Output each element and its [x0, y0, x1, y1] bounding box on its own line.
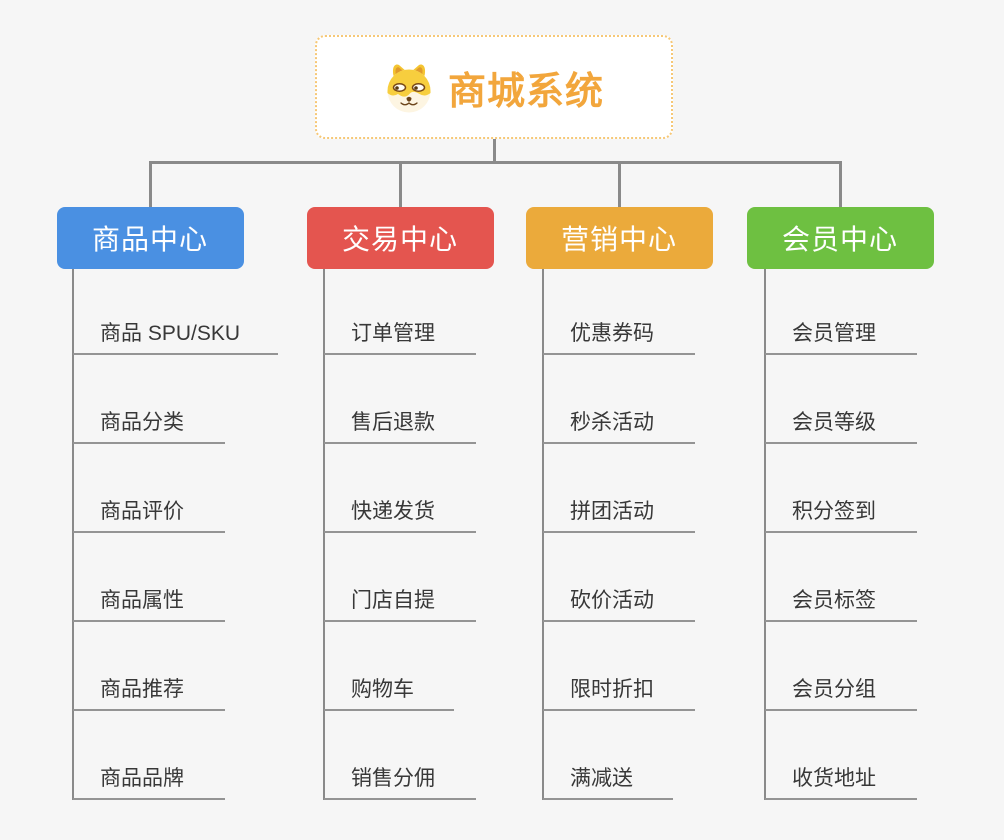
child-topic[interactable]: 商品属性: [73, 578, 225, 622]
child-topic-label: 秒杀活动: [570, 411, 654, 434]
child-topic-label: 限时折扣: [570, 678, 654, 701]
branch-drop-line: [399, 161, 402, 208]
child-topic-label: 商品品牌: [100, 767, 184, 790]
branch-drop-line: [149, 161, 152, 208]
child-topic-label: 销售分佣: [351, 767, 435, 790]
child-topic[interactable]: 满减送: [543, 756, 673, 800]
child-topic-label: 会员管理: [792, 322, 876, 345]
child-topic[interactable]: 秒杀活动: [543, 400, 695, 444]
column-spine-line: [542, 269, 544, 800]
child-topic[interactable]: 会员等级: [765, 400, 917, 444]
child-topic[interactable]: 限时折扣: [543, 667, 695, 711]
root-topic-label: 商城系统: [447, 70, 604, 113]
child-topic-label: 商品分类: [100, 411, 184, 434]
child-topic-label: 快递发货: [351, 500, 435, 523]
column-spine-line: [323, 269, 325, 800]
child-topic[interactable]: 会员分组: [765, 667, 917, 711]
child-topic-label: 商品属性: [100, 589, 184, 612]
branch-topic-1[interactable]: 商品中心: [56, 207, 244, 269]
column-spine-line: [764, 269, 766, 800]
child-topic[interactable]: 订单管理: [324, 311, 476, 355]
child-topic-label: 会员标签: [792, 589, 876, 612]
child-topic[interactable]: 快递发货: [324, 489, 476, 533]
child-topic-label: 拼团活动: [570, 500, 654, 523]
child-topic[interactable]: 商品 SPU/SKU: [73, 311, 278, 355]
child-topic[interactable]: 购物车: [324, 667, 454, 711]
branch-drop-line: [839, 161, 842, 208]
child-topic-label: 商品 SPU/SKU: [100, 322, 241, 345]
child-topic-label: 门店自提: [351, 589, 435, 612]
branch-topic-3[interactable]: 营销中心: [525, 207, 713, 269]
branch-topic-label: 营销中心: [560, 224, 677, 255]
child-topic-label: 订单管理: [351, 322, 435, 345]
branch-topic-label: 商品中心: [91, 224, 208, 255]
child-topic-label: 优惠券码: [570, 322, 654, 345]
child-topic[interactable]: 销售分佣: [324, 756, 476, 800]
child-topic[interactable]: 砍价活动: [543, 578, 695, 622]
branch-topic-4[interactable]: 会员中心: [746, 207, 934, 269]
child-topic[interactable]: 积分签到: [765, 489, 917, 533]
child-topic[interactable]: 商品分类: [73, 400, 225, 444]
child-topic-label: 满减送: [570, 767, 633, 790]
branch-topic-label: 交易中心: [341, 224, 458, 255]
child-topic-label: 购物车: [351, 678, 414, 701]
child-topic[interactable]: 会员管理: [765, 311, 917, 355]
branch-topic-2[interactable]: 交易中心: [306, 207, 494, 269]
root-stem-line: [493, 139, 496, 164]
child-topic-label: 商品评价: [100, 500, 184, 523]
child-topic[interactable]: 拼团活动: [543, 489, 695, 533]
child-topic[interactable]: 优惠券码: [543, 311, 695, 355]
child-topic[interactable]: 商品品牌: [73, 756, 225, 800]
child-topic-label: 积分签到: [792, 500, 876, 523]
child-topic-label: 会员分组: [792, 678, 876, 701]
branch-drop-line: [618, 161, 621, 208]
branch-topic-label: 会员中心: [781, 224, 898, 255]
child-topic-label: 会员等级: [792, 411, 876, 434]
child-topic[interactable]: 售后退款: [324, 400, 476, 444]
child-topic[interactable]: 收货地址: [765, 756, 917, 800]
child-topic-label: 砍价活动: [570, 589, 654, 612]
child-topic-label: 售后退款: [351, 411, 435, 434]
child-topic-label: 收货地址: [792, 767, 876, 790]
column-spine-line: [72, 269, 74, 800]
root-topic[interactable]: 商城系统: [315, 35, 673, 139]
child-topic[interactable]: 会员标签: [765, 578, 917, 622]
child-topic-label: 商品推荐: [100, 678, 184, 701]
horizontal-rail-line: [149, 161, 841, 164]
child-topic[interactable]: 商品推荐: [73, 667, 225, 711]
child-topic[interactable]: 商品评价: [73, 489, 225, 533]
shiba-dog-icon: [384, 59, 434, 115]
child-topic[interactable]: 门店自提: [324, 578, 476, 622]
